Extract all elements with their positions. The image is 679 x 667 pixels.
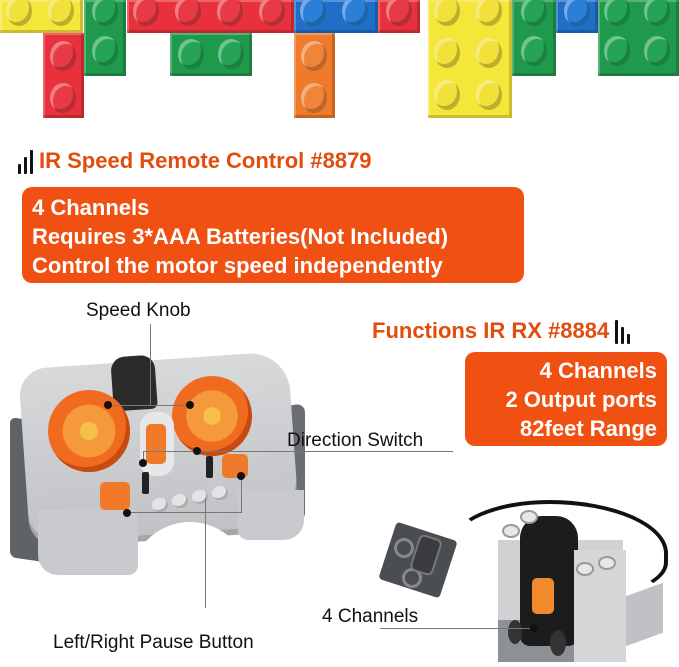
- receiver-features-box: 4 Channels 2 Output ports 82feet Range: [465, 352, 667, 446]
- lego-brick-blue: [294, 0, 378, 33]
- speed-knob-right[interactable]: [172, 376, 252, 456]
- remote-feature: Control the motor speed independently: [32, 253, 443, 278]
- signal-bars-icon: [18, 150, 33, 174]
- lego-brick-red: [378, 0, 420, 33]
- lego-brick-blue: [556, 0, 598, 33]
- remote-features-box: 4 Channels Requires 3*AAA Batteries(Not …: [22, 187, 524, 283]
- lego-brick-banner: [0, 0, 679, 120]
- channel-switch[interactable]: [146, 424, 166, 464]
- remote-feature: Requires 3*AAA Batteries(Not Included): [32, 224, 449, 249]
- pause-button-label: Left/Right Pause Button: [53, 632, 254, 653]
- speed-knob-label: Speed Knob: [86, 300, 191, 321]
- direction-switch-label: Direction Switch: [287, 430, 424, 451]
- direction-switch-left[interactable]: [142, 472, 149, 494]
- pause-button-left[interactable]: [100, 482, 130, 510]
- receiver-feature: 2 Output ports: [505, 387, 657, 412]
- channel-selector[interactable]: [532, 578, 554, 614]
- lego-brick-green: [170, 33, 252, 76]
- ir-receiver-illustration: [378, 480, 679, 667]
- remote-feature: 4 Channels: [32, 195, 150, 220]
- lego-brick-green: [512, 0, 556, 76]
- ir-remote-illustration: [0, 340, 320, 582]
- receiver-title-row: Functions IR RX #8884: [372, 318, 631, 344]
- receiver-channels-label: 4 Channels: [322, 606, 419, 627]
- receiver-feature: 4 Channels: [539, 358, 657, 383]
- direction-switch-right[interactable]: [206, 456, 213, 478]
- receiver-title: Functions IR RX #8884: [372, 318, 610, 343]
- lego-brick-yellow: [428, 0, 512, 118]
- remote-title-row: IR Speed Remote Control #8879: [18, 148, 372, 174]
- speed-knob-left[interactable]: [48, 390, 130, 472]
- signal-bars-icon: [615, 320, 631, 344]
- remote-title: IR Speed Remote Control #8879: [39, 148, 372, 173]
- lego-brick-yellow: [0, 0, 83, 33]
- lego-brick-green: [598, 0, 679, 76]
- lego-brick-green: [84, 0, 126, 76]
- receiver-feature: 82feet Range: [520, 416, 657, 441]
- lego-brick-red: [43, 33, 84, 118]
- lego-brick-orange: [294, 33, 335, 118]
- lego-brick-red: [127, 0, 294, 33]
